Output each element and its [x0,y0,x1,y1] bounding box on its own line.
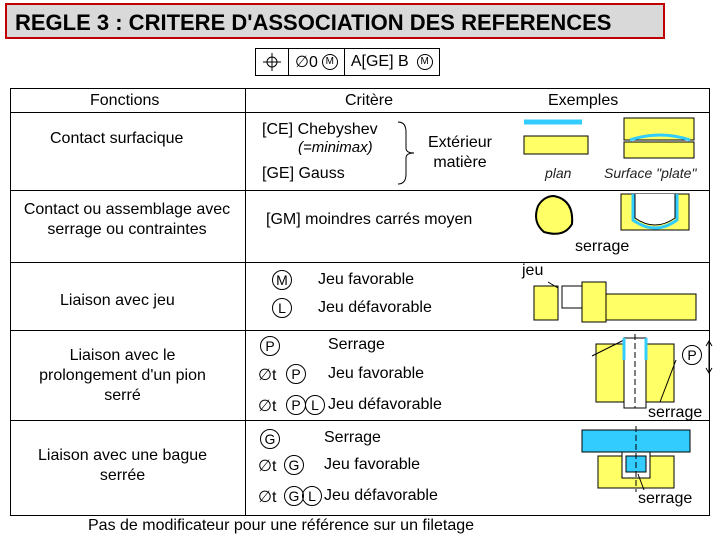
symbol-p: P [260,336,280,356]
tolerance-value: ∅0 [295,54,318,71]
fonction-liaison-jeu: Liaison avec jeu [60,292,175,309]
row-divider [10,330,710,331]
bague-jeu-defavorable: Jeu défavorable [324,487,438,504]
critere-moindres-carres: [GM] moindres carrés moyen [266,211,473,228]
symbol-l-bague-defavorable: L [302,486,322,506]
symbol-p-favorable: P [286,364,306,384]
header-fonctions: Fonctions [90,92,160,109]
header-critere: Critère [345,92,394,109]
example-serrage-label-2: serrage [575,238,630,255]
max-material-modifier: M [321,54,338,70]
pion-serrage-text: Serrage [328,336,385,353]
example-plan-label: plan [545,165,572,181]
footer-note: Pas de modificateur pour une référence s… [88,517,475,534]
row-divider [10,112,710,113]
bague-serrage-text: Serrage [324,429,381,446]
surface-plate-figure [623,117,695,159]
pin-example-symbol: P [682,345,702,365]
row-divider [10,420,710,421]
jeu-defavorable-text: Jeu défavorable [318,299,432,316]
fonction-bague-serree: Liaison avec une bague serrée [37,447,208,484]
clearance-fit-figure [533,281,697,323]
feature-control-frame: ∅0 M A[GE] B M [255,48,440,76]
position-icon [263,53,281,71]
example-jeu-label: jeu [522,262,544,279]
symbol-l: L [272,298,292,318]
critere-minimax: (=minimax) [298,139,373,156]
lobed-shaft-figure [535,194,574,235]
bague-jeu-favorable: Jeu favorable [324,456,421,473]
fonction-pion-serre: Liaison avec le prolongement d'un pion s… [39,347,206,404]
pion-jeu-defavorable: Jeu défavorable [328,396,442,413]
pion-t-defavorable: ∅t [258,398,277,415]
symbol-g-favorable: G [284,455,304,475]
dimension-arrow-icon [705,340,713,374]
column-divider [245,88,246,516]
critere-exterieur-matiere: Extérieur matière [427,134,493,171]
row-divider [10,262,710,263]
symbol-g-defavorable: G [284,486,304,506]
critere-chebyshev: [CE] Chebyshev [262,121,378,138]
bague-t-defavorable: ∅t [258,489,277,506]
symbol-p-defavorable: P [286,395,306,415]
bague-t-favorable: ∅t [258,458,277,475]
fonction-contact-surfacique: Contact surfacique [50,130,184,147]
press-fit-example-figure [620,193,690,231]
critere-gauss: [GE] Gauss [262,165,345,182]
reference-text: A[GE] B [350,53,409,70]
header-exemples: Exemples [548,92,619,109]
bushing-assembly-figure [581,426,691,492]
fonction-contact-serrage: Contact ou assemblage avec serrage ou co… [23,201,231,238]
pin-assembly-figure [591,334,677,409]
brace-bracket [397,121,415,185]
example-serrage-label-4: serrage [638,490,693,507]
pion-t-favorable: ∅t [258,367,277,384]
example-surface-plate-label: Surface "plate" [604,165,697,181]
page-title: REGLE 3 : CRITERE D'ASSOCIATION DES REFE… [5,3,665,39]
example-serrage-label-3: serrage [648,404,703,421]
plan-example-figure [523,119,589,155]
jeu-favorable-text: Jeu favorable [318,271,415,288]
row-divider [10,190,710,191]
reference-modifier: M [416,54,433,70]
position-symbol-cell [256,49,289,75]
symbol-g: G [260,429,280,449]
table-frame [10,88,710,516]
symbol-m: M [272,270,292,290]
symbol-l-defavorable: L [305,395,325,415]
pion-jeu-favorable: Jeu favorable [328,365,425,382]
reference-cell: A[GE] B M [345,49,439,75]
tolerance-cell: ∅0 M [289,49,345,75]
